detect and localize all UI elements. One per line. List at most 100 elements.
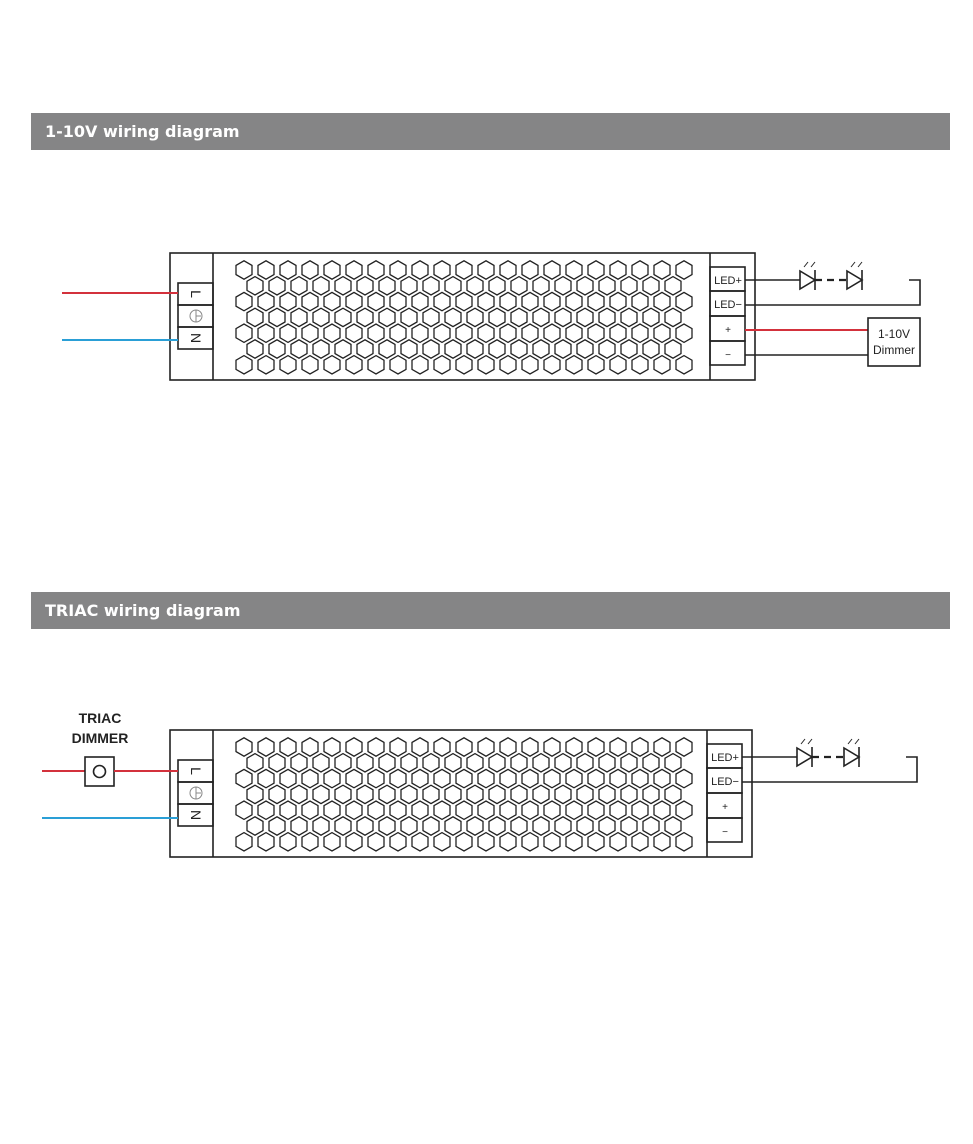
vent-hole xyxy=(554,339,572,359)
vent-hole xyxy=(587,831,605,852)
terminal-led-plus: LED+ xyxy=(714,275,742,287)
vent-hole xyxy=(543,291,561,312)
vent-hole xyxy=(455,260,473,280)
dimmer-knob-icon xyxy=(92,764,107,779)
vent-hole xyxy=(675,260,693,280)
vent-hole xyxy=(367,768,385,789)
vent-hole xyxy=(576,816,594,836)
vent-hole xyxy=(279,260,297,280)
vent-hole xyxy=(389,800,407,821)
vent-grid xyxy=(235,260,693,375)
vent-hole xyxy=(598,307,616,328)
vent-hole xyxy=(587,800,605,821)
vent-hole xyxy=(334,307,352,328)
vent-hole xyxy=(257,354,275,375)
vent-hole xyxy=(389,354,407,375)
vent-hole xyxy=(499,354,517,375)
vent-hole xyxy=(433,800,451,821)
vent-hole xyxy=(257,831,275,852)
vent-hole xyxy=(301,260,319,280)
vent-hole xyxy=(565,354,583,375)
vent-hole xyxy=(664,275,682,296)
vent-hole xyxy=(587,323,605,344)
vent-hole xyxy=(290,275,308,296)
terminal-dim-plus: + xyxy=(725,325,731,336)
terminal-dim-minus: − xyxy=(722,827,728,838)
vent-hole xyxy=(444,816,462,836)
vent-hole xyxy=(323,831,341,852)
vent-hole xyxy=(290,816,308,836)
vent-hole xyxy=(565,768,583,789)
vent-hole xyxy=(543,831,561,852)
vent-hole xyxy=(444,752,462,773)
vent-hole xyxy=(268,339,286,359)
vent-hole xyxy=(455,768,473,789)
vent-hole xyxy=(521,768,539,789)
vent-hole xyxy=(477,831,495,852)
vent-hole xyxy=(257,323,275,344)
vent-hole xyxy=(400,784,418,805)
vent-hole xyxy=(653,323,671,344)
vent-hole xyxy=(642,275,660,296)
light-arrow-icon xyxy=(857,261,863,268)
vent-hole xyxy=(323,354,341,375)
vent-hole xyxy=(466,816,484,836)
vent-hole xyxy=(257,737,275,757)
vent-hole xyxy=(598,816,616,836)
vent-hole xyxy=(345,354,363,375)
vent-hole xyxy=(587,737,605,757)
vent-hole xyxy=(367,354,385,375)
vent-hole xyxy=(246,307,264,328)
led-chain xyxy=(745,261,921,306)
input-terminal-block: L N xyxy=(177,759,214,827)
vent-hole xyxy=(312,307,330,328)
vent-hole xyxy=(598,784,616,805)
vent-hole xyxy=(378,339,396,359)
vent-hole xyxy=(642,816,660,836)
vent-hole xyxy=(521,323,539,344)
vent-hole xyxy=(411,291,429,312)
vent-hole xyxy=(356,307,374,328)
vent-hole xyxy=(301,291,319,312)
vent-hole xyxy=(323,737,341,757)
vent-hole xyxy=(312,816,330,836)
vent-hole xyxy=(246,275,264,296)
vent-hole xyxy=(312,784,330,805)
vent-hole xyxy=(631,737,649,757)
vent-hole xyxy=(488,784,506,805)
vent-hole xyxy=(312,752,330,773)
vent-hole xyxy=(653,260,671,280)
vent-hole xyxy=(279,737,297,757)
vent-hole xyxy=(598,752,616,773)
vent-hole xyxy=(543,260,561,280)
output-terminal-block: LED+ LED− + − xyxy=(706,743,743,843)
vent-hole xyxy=(488,339,506,359)
vent-hole xyxy=(598,275,616,296)
wire-led-return xyxy=(742,756,918,783)
vent-hole xyxy=(400,752,418,773)
vent-hole xyxy=(631,260,649,280)
vent-hole xyxy=(477,260,495,280)
vent-hole xyxy=(521,291,539,312)
vent-hole xyxy=(455,323,473,344)
vent-hole xyxy=(455,831,473,852)
vent-hole xyxy=(477,323,495,344)
vent-hole xyxy=(499,291,517,312)
vent-hole xyxy=(312,275,330,296)
terminal-led-minus: LED− xyxy=(711,776,739,788)
vent-hole xyxy=(246,339,264,359)
wire-led-return xyxy=(745,279,921,306)
light-arrow-icon xyxy=(807,738,813,745)
vent-hole xyxy=(510,752,528,773)
vent-hole xyxy=(411,354,429,375)
vent-hole xyxy=(367,800,385,821)
vent-hole xyxy=(433,831,451,852)
vent-hole xyxy=(565,291,583,312)
vent-hole xyxy=(675,768,693,789)
vent-hole xyxy=(499,737,517,757)
vent-hole xyxy=(268,307,286,328)
vent-hole xyxy=(587,768,605,789)
vent-hole xyxy=(675,291,693,312)
vent-hole xyxy=(620,339,638,359)
vent-hole xyxy=(268,816,286,836)
